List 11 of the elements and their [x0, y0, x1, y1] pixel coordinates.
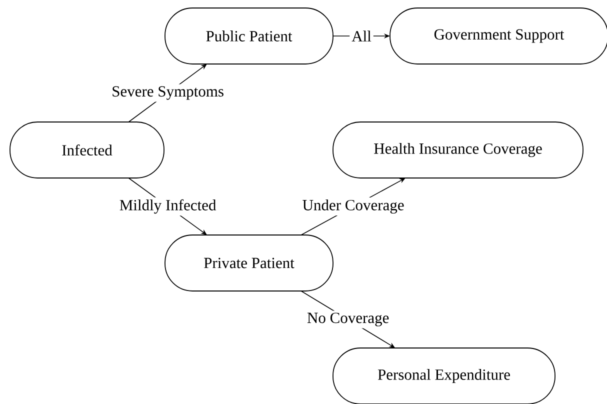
- state-box: Infected: [10, 122, 164, 178]
- edge-label: No Coverage: [305, 310, 392, 328]
- edge-label: Mildly Infected: [117, 197, 218, 216]
- edge-label: All: [350, 28, 374, 44]
- state-box: Public Patient: [164, 8, 334, 64]
- state-box: Government Support: [390, 8, 607, 64]
- state-box: Private Patient: [164, 234, 334, 292]
- edge-label: Severe Symptoms: [110, 84, 226, 102]
- edge-label: Under Coverage: [300, 197, 406, 216]
- state-box: Health Insurance Coverage: [332, 122, 584, 178]
- state-box: Personal Expenditure: [332, 348, 556, 404]
